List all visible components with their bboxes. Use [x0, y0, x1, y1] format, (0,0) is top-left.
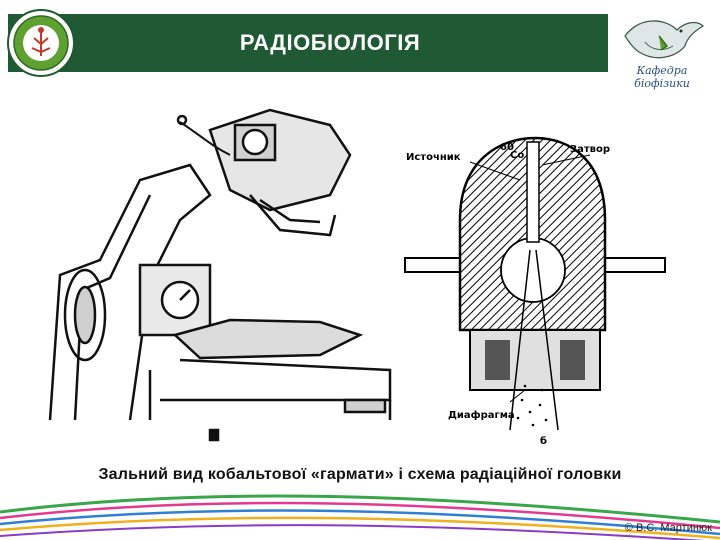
radiation-head-schematic: Источник 60 Co Затвор Диафрагма б: [404, 136, 666, 447]
diaphragm-label: Диафрагма: [448, 409, 515, 421]
source-label: Источник: [406, 152, 461, 163]
dove-emblem-icon: [624, 20, 705, 59]
university-emblem-icon: [7, 9, 75, 77]
co-label: Co: [510, 150, 524, 161]
beam-label: б: [540, 435, 547, 447]
title-band: [8, 14, 608, 72]
figure-caption: Зальний вид кобальтової «гармати» і схем…: [98, 466, 622, 483]
decorative-swoosh: [0, 494, 720, 540]
co-mass-label: 60: [500, 142, 514, 153]
slide-header: РАДІОБІОЛОГІЯ Кафедра біофізики: [0, 0, 720, 90]
copyright-text: © В.С. Мартинюк: [624, 522, 712, 534]
machine-general-view: [48, 108, 392, 442]
page-title: РАДІОБІОЛОГІЯ: [239, 30, 421, 55]
shutter-label: Затвор: [570, 144, 610, 155]
department-caption: Кафедра біофізики: [634, 64, 690, 90]
cobalt-gun-illustration: Источник 60 Co Затвор Диафрагма б: [48, 108, 666, 447]
